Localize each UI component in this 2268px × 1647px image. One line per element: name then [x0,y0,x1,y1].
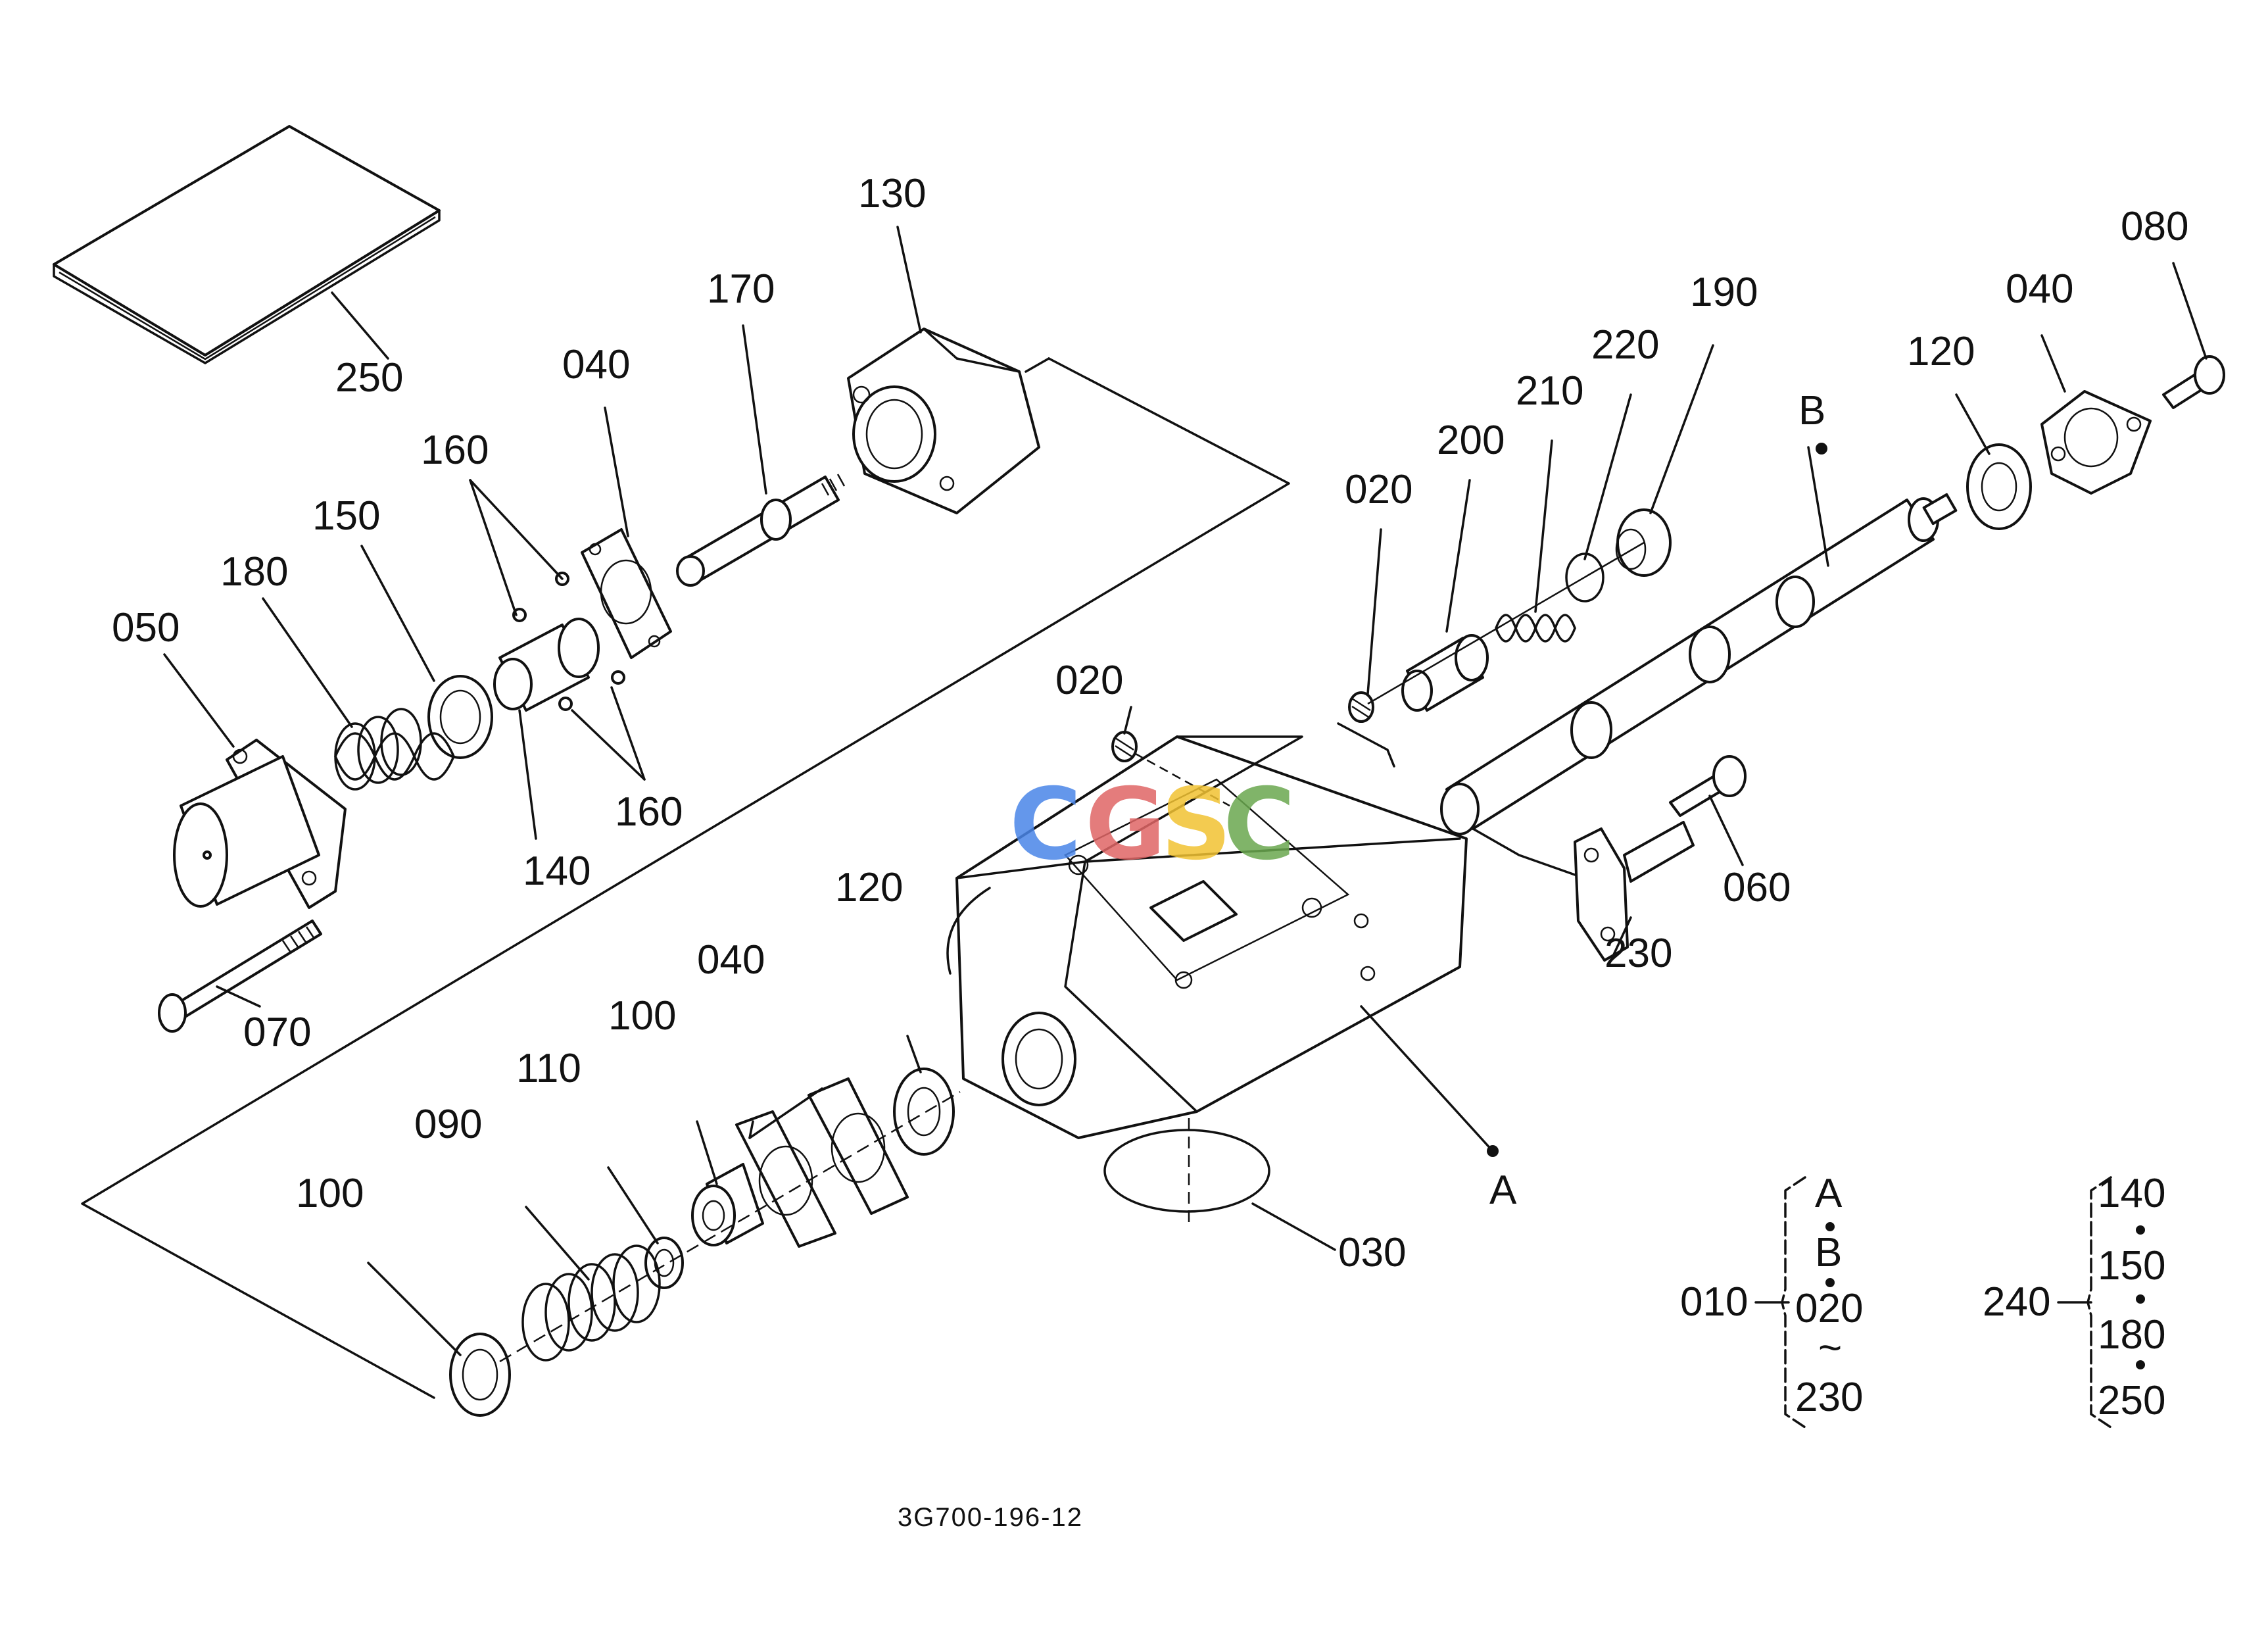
callout-a: A [1489,1168,1517,1213]
assembly-240-key: 240 [1983,1279,2050,1325]
bushing-part [427,675,493,759]
sleeve-part [493,572,625,712]
long-bolt-part [158,920,322,1033]
diagram-code: 3G700-196-12 [898,1503,1083,1532]
callout-060: 060 [1723,865,1791,910]
callout-040-upper: 040 [562,342,630,387]
plug-body-part [1111,731,1138,762]
watermark-logo: C G S C [1009,768,1295,882]
callout-050: 050 [112,605,180,651]
bolt-bracket-part [1669,755,1747,817]
instruction-sheet-part [53,125,441,364]
callout-150: 150 [312,493,380,539]
valve-body-part [946,735,1468,1139]
bracket-part [1574,821,1695,962]
end-cap-part [173,739,347,909]
seal-right-part [1966,443,2032,530]
spring-lower-part [521,1244,661,1362]
callout-230: 230 [1604,931,1672,976]
assembly-group-240: 240 140 150 180 250 [1983,1171,2165,1429]
callout-210: 210 [1516,368,1583,414]
assembly-010-item-1: A [1815,1171,1843,1216]
watermark-letter-2: G [1085,768,1166,882]
gaskets-lower-part [735,1077,909,1248]
callout-070: 070 [243,1010,311,1055]
detent-spring-part [1495,614,1576,643]
callout-030: 030 [1338,1230,1406,1275]
callout-040-lower: 040 [697,937,765,983]
callout-170: 170 [707,266,775,312]
callout-130: 130 [858,171,926,216]
shaft-part [676,474,846,587]
callout-020-body: 020 [1055,658,1123,703]
assembly-010-item-3: 020 [1795,1286,1863,1331]
assembly-010-key: 010 [1680,1279,1748,1325]
assembly-010-range: ~ [1818,1325,1842,1371]
callout-200: 200 [1437,418,1505,463]
callout-labels: 250 130 170 040 160 150 180 050 140 160 … [112,171,2188,1275]
callout-090: 090 [414,1102,482,1147]
o-ring-part [1103,1129,1270,1213]
gasket-upper-part [581,528,672,659]
cover-block-part [847,328,1040,514]
assembly-240-item-4: 250 [2098,1378,2165,1423]
callout-250: 250 [335,355,403,401]
bracket-frame [1472,827,1576,876]
detent-o-ring-part [1565,553,1604,602]
callout-120-right: 120 [1907,329,1975,374]
plug-upper-part [1348,691,1374,723]
left-assembly-frame [81,357,1290,1399]
callout-020-upper: 020 [1345,467,1412,512]
callout-180: 180 [220,549,288,595]
main-spool-part [1440,493,1958,835]
washer-part [644,1237,684,1289]
callout-040-right: 040 [2006,266,2073,312]
detent-frame [1337,722,1395,768]
callout-080: 080 [2121,204,2188,249]
reference-point-a [1487,1145,1499,1157]
callout-120-lower: 120 [835,865,903,910]
assembly-240-item-2: 150 [2098,1243,2165,1289]
left-assembly-frame-top [1025,357,1050,373]
callout-220: 220 [1591,322,1659,368]
assembly-240-item-3: 180 [2098,1312,2165,1358]
watermark-letter-1: C [1009,768,1082,882]
reference-point-b [1816,443,1827,455]
end-washer-part [449,1333,511,1417]
leader-lines [163,226,2208,1356]
callout-160-lower: 160 [615,789,683,835]
callout-190: 190 [1690,270,1758,315]
bolt-small-right-part [2162,355,2225,409]
spring-seat-part [691,1163,764,1246]
assembly-010-item-2: B [1815,1230,1842,1275]
spring-upper-part [334,708,455,791]
callout-b: B [1798,388,1825,433]
watermark-letter-3: S [1161,768,1232,882]
flange-right-part [2040,390,2152,495]
detent-sleeve-part [1401,634,1489,712]
plug-body-axis [1134,752,1230,807]
assembly-240-item-1: 140 [2098,1171,2165,1216]
callout-160-upper: 160 [421,428,489,473]
callout-140: 140 [523,848,591,894]
lower-assembly-axis [499,1091,961,1363]
assembly-group-010: 010 A B 020 ~ 230 [1680,1171,1863,1429]
detent-axis [1367,541,1645,705]
callout-100-upper: 100 [608,993,676,1039]
callout-100-lower: 100 [296,1171,364,1216]
assembly-010-item-4: 230 [1795,1375,1863,1420]
watermark-letter-4: C [1223,768,1295,882]
callout-110: 110 [516,1046,581,1091]
seal-lower-part [893,1068,955,1156]
